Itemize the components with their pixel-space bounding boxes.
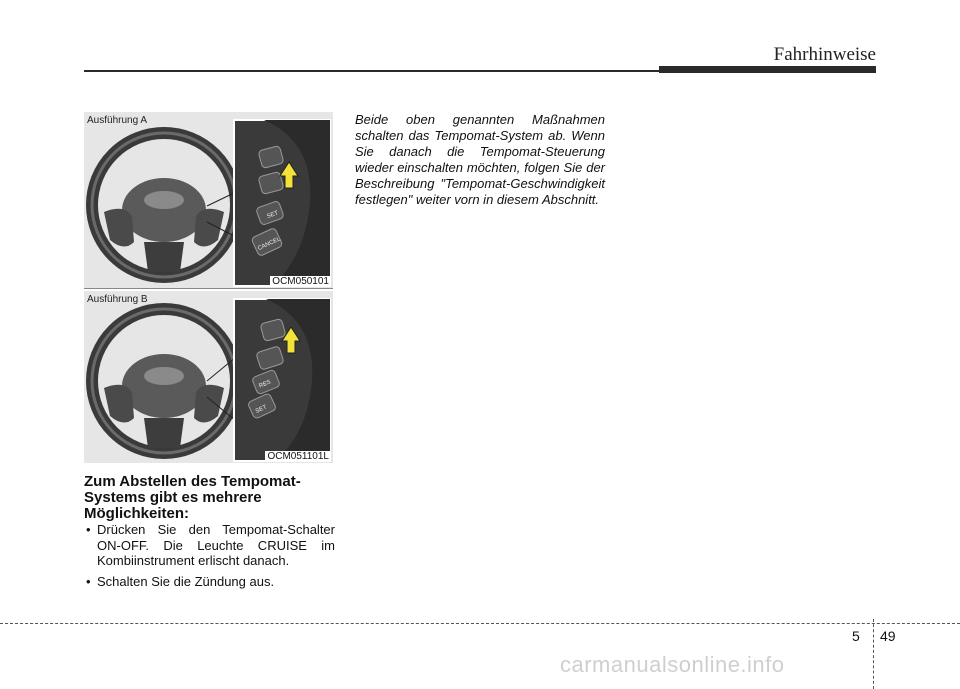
button-label-res: RES: [258, 379, 272, 389]
section-heading: Zum Abstellen des Tempomat-Systems gibt …: [84, 473, 301, 522]
figure-separator: [84, 288, 333, 289]
footer-rule: [0, 623, 960, 624]
figure-label: Ausführung A: [87, 115, 148, 126]
pointer-arrow-icon: [281, 326, 301, 354]
bullet-item: Schalten Sie die Zündung aus.: [84, 574, 335, 590]
header-rule: [84, 70, 659, 72]
header-rule-accent: [659, 66, 876, 73]
figure-steering-wheel-b: RES SET Ausführung B OCM051101L: [84, 291, 333, 463]
bullet-item: Drücken Sie den Tempomat-Schalter ON-OFF…: [84, 522, 335, 569]
figure-code: OCM051101L: [265, 451, 331, 462]
figure-label: Ausführung B: [87, 294, 148, 305]
figure-steering-wheel-a: SET CANCEL Ausführung A OCM050101: [84, 112, 333, 288]
button-label-set: SET: [255, 404, 268, 415]
pointer-arrow-icon: [279, 161, 299, 189]
page-number-divider: [873, 619, 874, 689]
bullet-list: Drücken Sie den Tempomat-Schalter ON-OFF…: [84, 522, 335, 594]
steering-wheel-a-illustration: SET CANCEL: [84, 112, 333, 288]
watermark: carmanualsonline.info: [560, 652, 785, 677]
steering-wheel-b-illustration: RES SET: [84, 291, 333, 463]
button-label-set: SET: [266, 210, 279, 220]
chapter-number: 5: [852, 628, 860, 644]
figure-code: OCM050101: [270, 276, 331, 287]
page-number: 49: [880, 628, 896, 644]
page-header-title: Fahrhinweise: [773, 44, 876, 65]
note-paragraph: Beide oben genannten Maßnahmen schalten …: [355, 112, 605, 207]
